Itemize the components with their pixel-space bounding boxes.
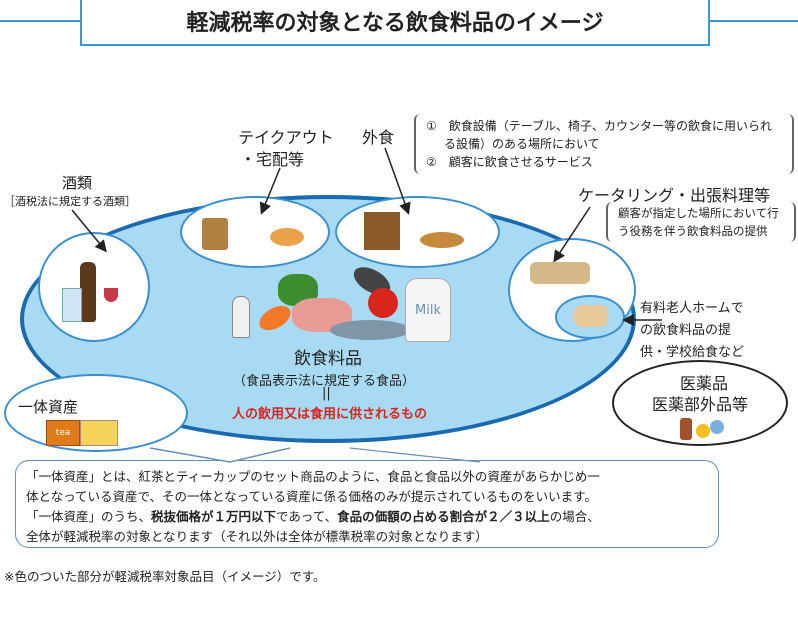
integrated-asset-explanation: 「一体資産」とは、紅茶とティーカップのセット商品のように、食品と食品以外の資産が… bbox=[15, 460, 719, 548]
catering-arrow bbox=[553, 206, 591, 263]
pill-icon bbox=[710, 420, 724, 434]
eat-in-arrow bbox=[384, 147, 411, 215]
takeout-bag-icon bbox=[202, 218, 228, 250]
catering-icon bbox=[530, 262, 590, 284]
price-condition: 税抜価格が１万円以下 bbox=[151, 509, 277, 524]
text: 「一体資産」のうち、 bbox=[26, 509, 152, 524]
dining-table-icon bbox=[420, 232, 464, 248]
beer-glass-icon bbox=[62, 288, 82, 322]
elderly-label-3: 供・学校給食など bbox=[640, 345, 745, 360]
elderly-people-icon bbox=[574, 305, 608, 327]
food-sub-label: （食品表示法に規定する食品） bbox=[233, 374, 416, 389]
elderly-label: 有料老人ホームで の飲食料品の提 供・学校給食など bbox=[640, 298, 744, 364]
bottle-icon bbox=[80, 262, 96, 322]
eat-in-condition-1: ① 飲食設備（テーブル、椅子、カウンター等の飲食に用いられ bbox=[426, 119, 773, 133]
text: であって、 bbox=[276, 509, 338, 524]
text: の場合、 bbox=[549, 509, 600, 524]
eat-in-condition-1b: る設備）のある場所において bbox=[444, 137, 600, 151]
bubble-tail bbox=[149, 447, 291, 463]
explanation-line-3: 「一体資産」のうち、税抜価格が１万円以下であって、食品の価額の占める割合が２／３… bbox=[26, 507, 708, 527]
bubble-pointer bbox=[349, 447, 481, 463]
takeout-label-2: ・宅配等 bbox=[240, 150, 305, 169]
tea-box-icon: tea bbox=[46, 420, 80, 446]
milk-icon: Milk bbox=[405, 278, 451, 342]
catering-note-2: う役務を伴う飲食料品の提供 bbox=[618, 224, 768, 238]
ratio-condition: 食品の価額の占める割合が２／３以上 bbox=[337, 509, 550, 524]
medicine-bottle-icon bbox=[680, 418, 692, 440]
takeout-arrow bbox=[259, 167, 281, 215]
eat-in-conditions: ① 飲食設備（テーブル、椅子、カウンター等の飲食に用いられ る設備）のある場所に… bbox=[414, 114, 794, 174]
eat-in-ellipse bbox=[335, 196, 500, 268]
alcohol-note: ［酒税法に規定する酒類］ bbox=[4, 195, 136, 208]
catering-note: 顧客が指定した場所において行 う役務を伴う飲食料品の提供 bbox=[606, 202, 796, 242]
medicine-label-2: 医薬部外品等 bbox=[652, 395, 749, 414]
page-title: 軽減税率の対象となる飲食料品のイメージ bbox=[80, 0, 710, 46]
catering-note-1: 顧客が指定した場所において行 bbox=[618, 206, 779, 220]
squid-icon bbox=[232, 296, 250, 338]
explanation-line-2: 体となっている資産で、その一体となっている資産に係る価格のみが提示されているもの… bbox=[26, 489, 597, 504]
explanation-line-4: 全体が軽減税率の対象となります（それ以外は全体が標準税率の対象となります） bbox=[26, 529, 488, 544]
equals-mark: || bbox=[322, 386, 331, 401]
pizza-icon bbox=[270, 228, 304, 246]
food-label: 飲食料品 bbox=[294, 349, 362, 369]
alcohol-arrow bbox=[71, 209, 107, 253]
teacup-icon bbox=[80, 420, 118, 446]
takeout-label-1: テイクアウト bbox=[238, 128, 334, 147]
wine-glass-icon bbox=[104, 288, 118, 302]
integrated-asset-label: 一体資産 bbox=[18, 398, 79, 416]
eat-in-condition-2: ② 顧客に飲食させるサービス bbox=[426, 155, 593, 169]
elderly-label-1: 有料老人ホームで bbox=[640, 301, 744, 316]
fish-icon bbox=[330, 320, 410, 340]
medicine-label-1: 医薬品 bbox=[680, 374, 729, 393]
restaurant-icon bbox=[364, 212, 400, 250]
tomato-icon bbox=[368, 288, 398, 318]
eat-in-label: 外食 bbox=[362, 128, 395, 147]
elderly-label-2: の飲食料品の提 bbox=[640, 323, 732, 338]
footnote: ※色のついた部分が軽減税率対象品目（イメージ）です。 bbox=[4, 569, 326, 584]
food-definition: 人の飲用又は食用に供されるもの bbox=[232, 407, 428, 422]
pill-icon bbox=[696, 424, 710, 438]
catering-label: ケータリング・出張料理等 bbox=[578, 186, 771, 205]
integrated-asset-bubble bbox=[4, 374, 188, 452]
explanation-line-1: 「一体資産」とは、紅茶とティーカップのセット商品のように、食品と食品以外の資産が… bbox=[26, 469, 600, 484]
alcohol-label: 酒類 bbox=[62, 174, 93, 192]
